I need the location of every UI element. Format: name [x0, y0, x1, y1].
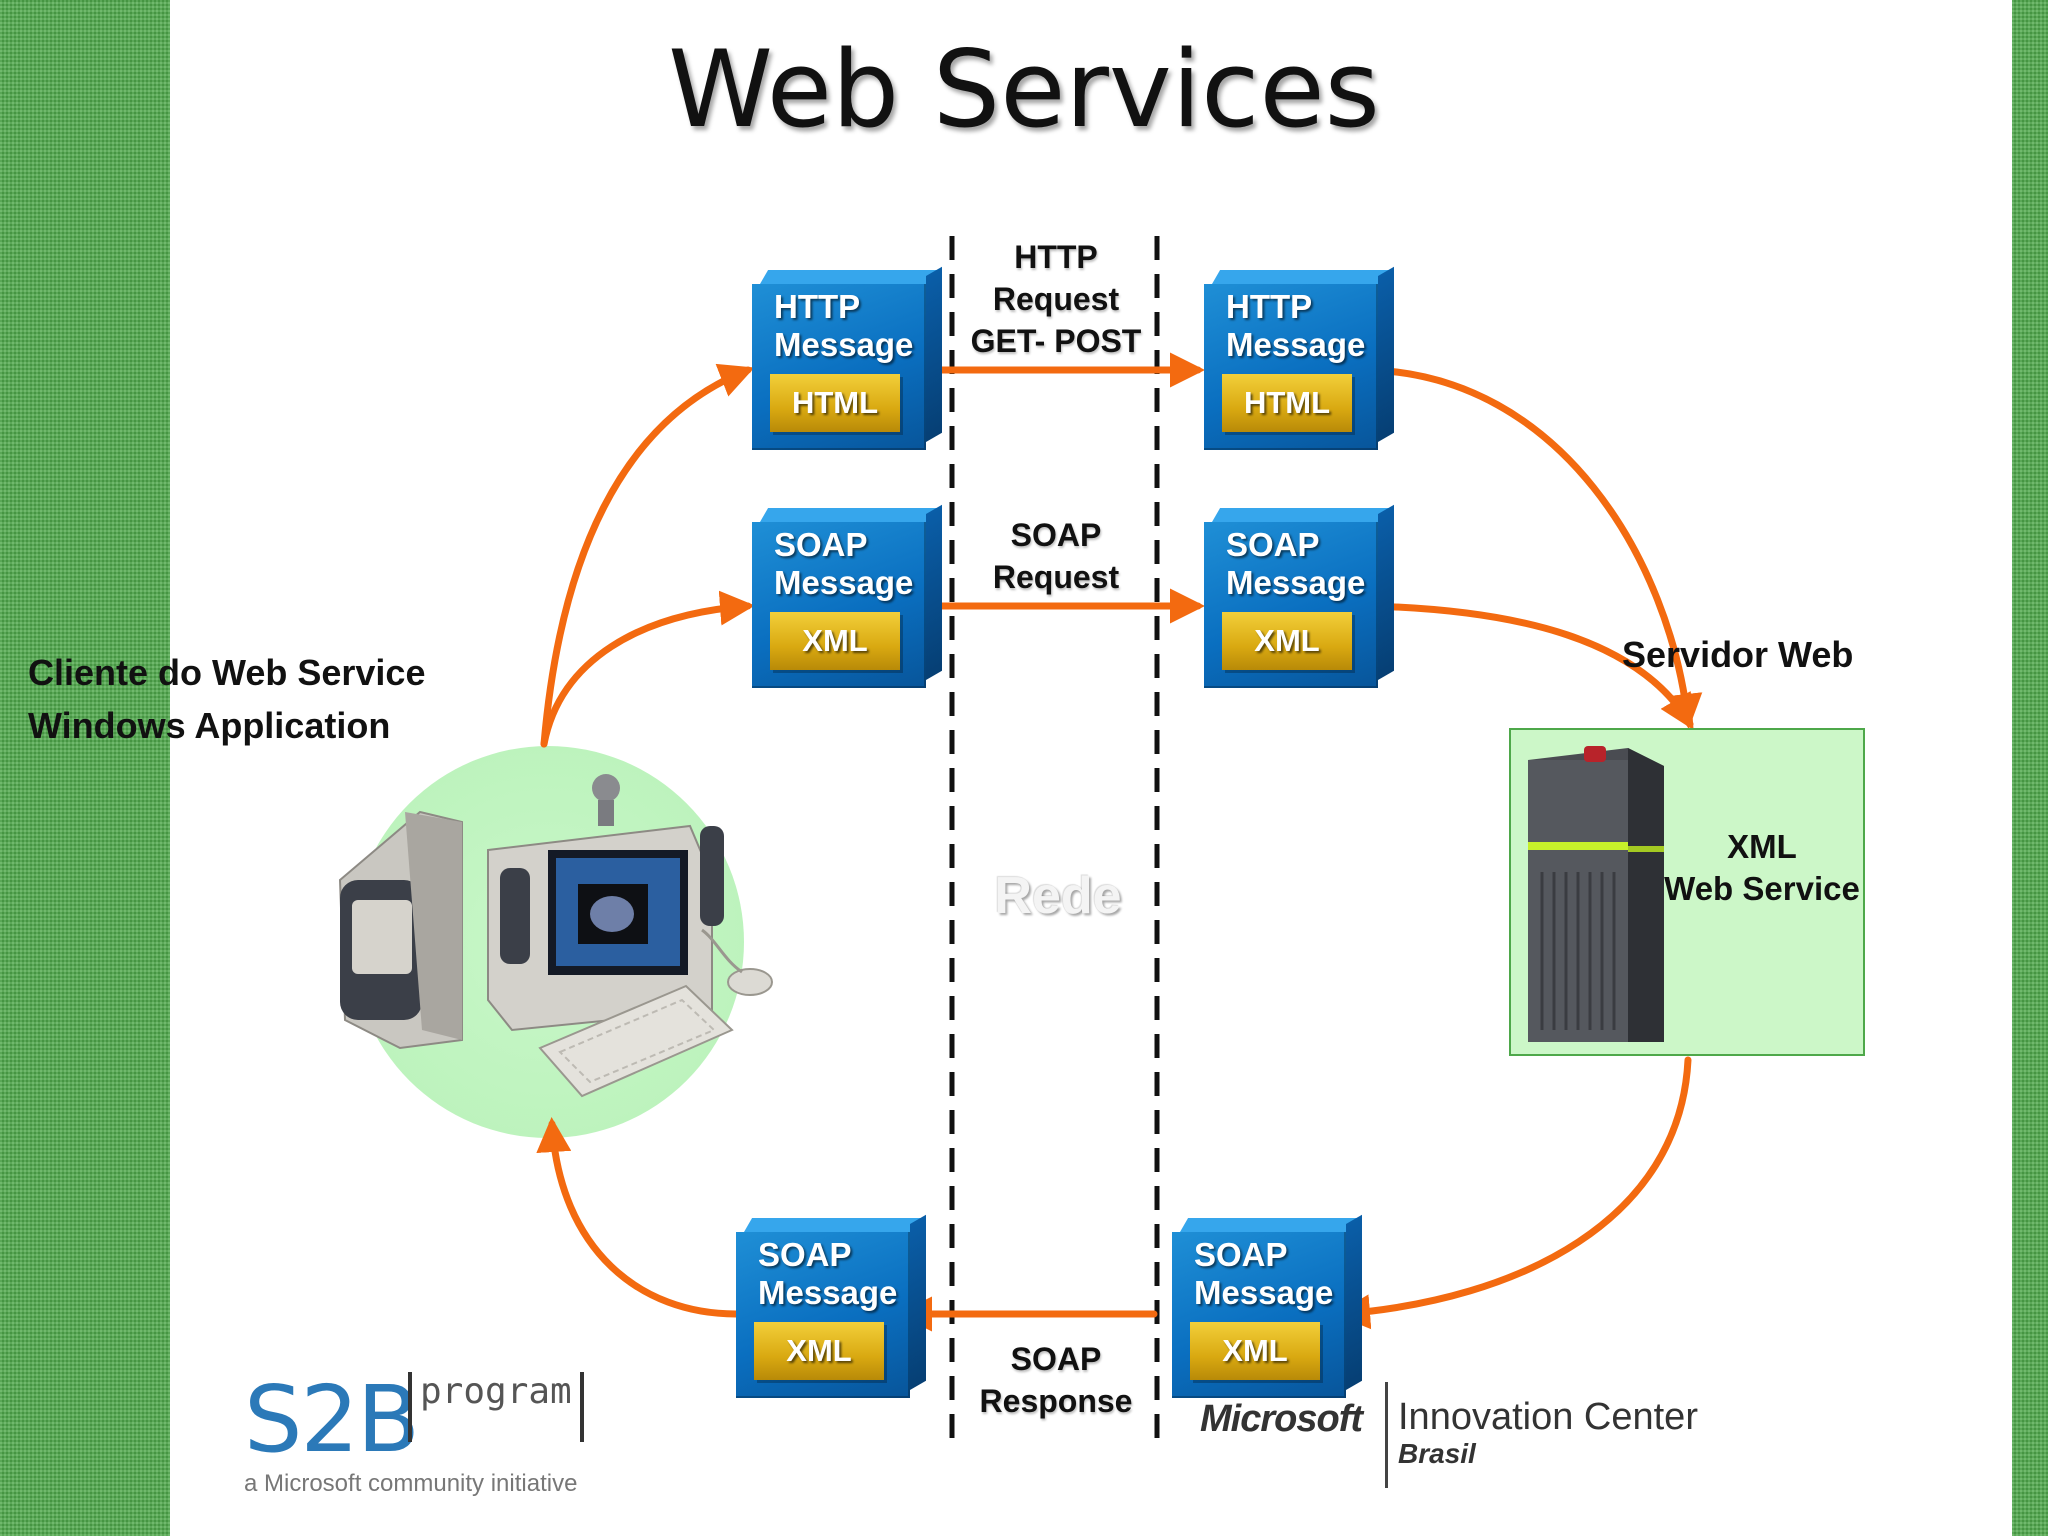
network-zone-label: Rede: [994, 867, 1122, 925]
xml-tag: XML: [770, 612, 900, 670]
client-computer: [338, 746, 773, 1138]
s2b-tagline: a Microsoft community initiative: [244, 1470, 578, 1497]
arrow-http-to-server: [1366, 366, 1703, 729]
box-subtitle: Message: [1194, 1274, 1334, 1311]
arrow-client-to-http: [540, 363, 755, 748]
xml-tag: XML: [754, 1322, 884, 1380]
arrow-client-to-soap: [540, 590, 755, 748]
box-subtitle: Message: [774, 326, 914, 363]
server-label: Servidor Web: [1622, 634, 1854, 675]
brasil-label: Brasil: [1398, 1438, 1476, 1469]
box-title: SOAP: [1194, 1236, 1288, 1273]
s2b-program-tag: program: [408, 1372, 584, 1442]
box-title: SOAP: [774, 526, 868, 563]
arrow-server-to-response: [1335, 1056, 1692, 1330]
microsoft-logo: Microsoft: [1200, 1398, 1363, 1440]
innovation-center-label: Innovation Center: [1398, 1396, 1698, 1438]
box-subtitle: Message: [774, 564, 914, 601]
client-label: Cliente do Web Service Windows Applicati…: [28, 652, 426, 746]
web-service-label: XML Web Service: [1664, 828, 1860, 907]
xml-tag: XML: [1190, 1322, 1320, 1380]
soap-response-label: SOAP Response: [979, 1341, 1133, 1419]
box-subtitle: Message: [1226, 564, 1366, 601]
box-title: SOAP: [1226, 526, 1320, 563]
arrow-soap-to-server: [1366, 602, 1694, 731]
http-request-label: HTTP Request GET- POST: [970, 239, 1142, 359]
logo-divider: [1385, 1382, 1388, 1488]
box-title: HTTP: [774, 288, 861, 325]
xml-tag: XML: [1222, 612, 1352, 670]
arrow-response-to-client: [536, 1117, 740, 1318]
slide-title: Web Services: [668, 28, 1380, 151]
box-subtitle: Message: [1226, 326, 1366, 363]
box-title: HTTP: [1226, 288, 1313, 325]
box-subtitle: Message: [758, 1274, 898, 1311]
left-green-border: [0, 0, 170, 1536]
box-title: SOAP: [758, 1236, 852, 1273]
s2b-logo: S2B: [244, 1366, 420, 1473]
html-tag: HTML: [770, 374, 900, 432]
right-green-border: [2012, 0, 2048, 1536]
soap-request-label: SOAP Request: [992, 517, 1120, 595]
html-tag: HTML: [1222, 374, 1352, 432]
